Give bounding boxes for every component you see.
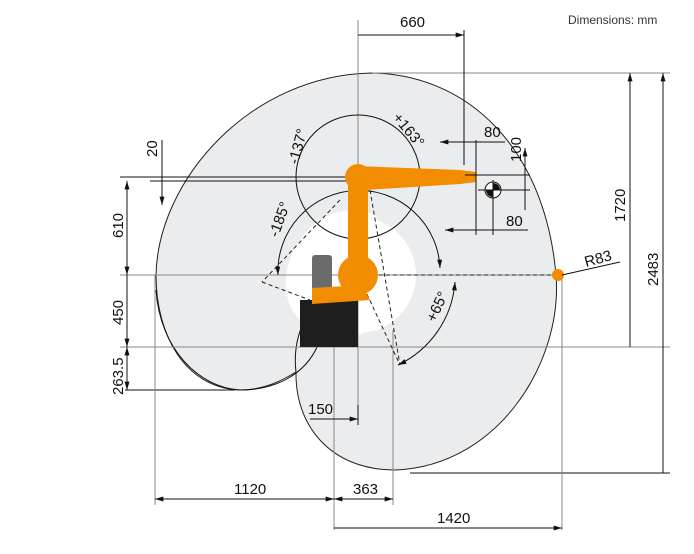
dim-100: 100: [508, 137, 525, 162]
dim-1120: 1120: [234, 481, 266, 498]
flange-point: [552, 269, 564, 281]
dim-610: 610: [110, 213, 127, 238]
robot: [300, 164, 564, 347]
robot-upper-arm: [355, 166, 476, 190]
dimension-lines: [124, 32, 666, 531]
dim-1420: 1420: [437, 510, 470, 527]
dim-1720: 1720: [612, 189, 629, 222]
lower-lobe-arc: [155, 289, 319, 391]
dim-80-top: 80: [484, 124, 501, 141]
dim-r83: R83: [583, 247, 614, 271]
dim-660: 660: [400, 14, 425, 31]
dim-450: 450: [110, 300, 127, 325]
motor-housing: [312, 255, 332, 290]
dim-263-5: 263.5: [110, 357, 127, 395]
a2-pos-arc: [397, 281, 457, 366]
dim-150: 150: [308, 401, 333, 418]
dim-2483: 2483: [645, 253, 662, 286]
dim-20: 20: [144, 140, 161, 157]
robot-base: [300, 300, 358, 347]
dim-363: 363: [353, 481, 378, 498]
dim-80-bottom: 80: [506, 213, 523, 230]
units-note: Dimensions: mm: [568, 13, 657, 27]
